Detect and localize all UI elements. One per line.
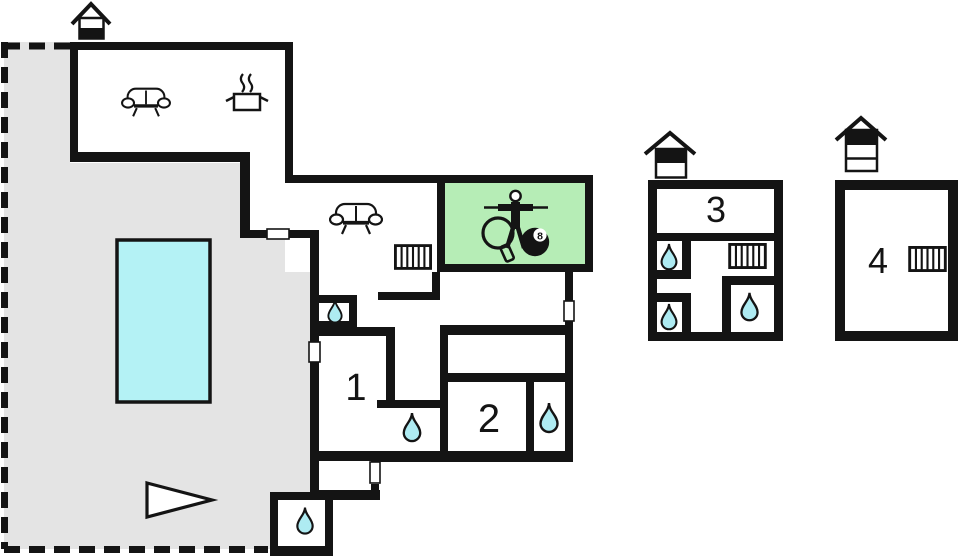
- building3-label: 3: [706, 189, 726, 230]
- dashed-boundary: [1, 42, 268, 553]
- foosball-player-icon: [484, 189, 548, 249]
- cooking-pot-icon: [225, 73, 269, 112]
- door-bedroom1: [308, 341, 321, 363]
- eight-ball-digit: 8: [537, 231, 543, 243]
- door-openings: [266, 228, 575, 484]
- triangle-icon: [145, 480, 219, 520]
- building4-entrance-icon: [834, 115, 888, 173]
- game-room-icons: 8: [481, 189, 550, 263]
- radiator-icon: [728, 243, 767, 269]
- building4-label: 4: [868, 240, 888, 281]
- terrace-area: [4, 42, 310, 549]
- door-terrace: [266, 228, 290, 240]
- table-tennis-paddle-icon: [481, 216, 515, 263]
- swimming-pool: [115, 238, 212, 404]
- eight-ball-icon: 8: [520, 227, 550, 257]
- walls: [70, 42, 958, 556]
- door-east: [563, 300, 575, 322]
- main-entrance-icon: [70, 1, 112, 40]
- bedroom2-label: 2: [478, 397, 500, 441]
- bedroom1-label: 1: [345, 367, 366, 409]
- building3-entrance-icon: [643, 130, 697, 179]
- radiator-icon: [394, 244, 432, 270]
- radiator-icon: [908, 246, 947, 272]
- door-vestibule: [369, 461, 381, 484]
